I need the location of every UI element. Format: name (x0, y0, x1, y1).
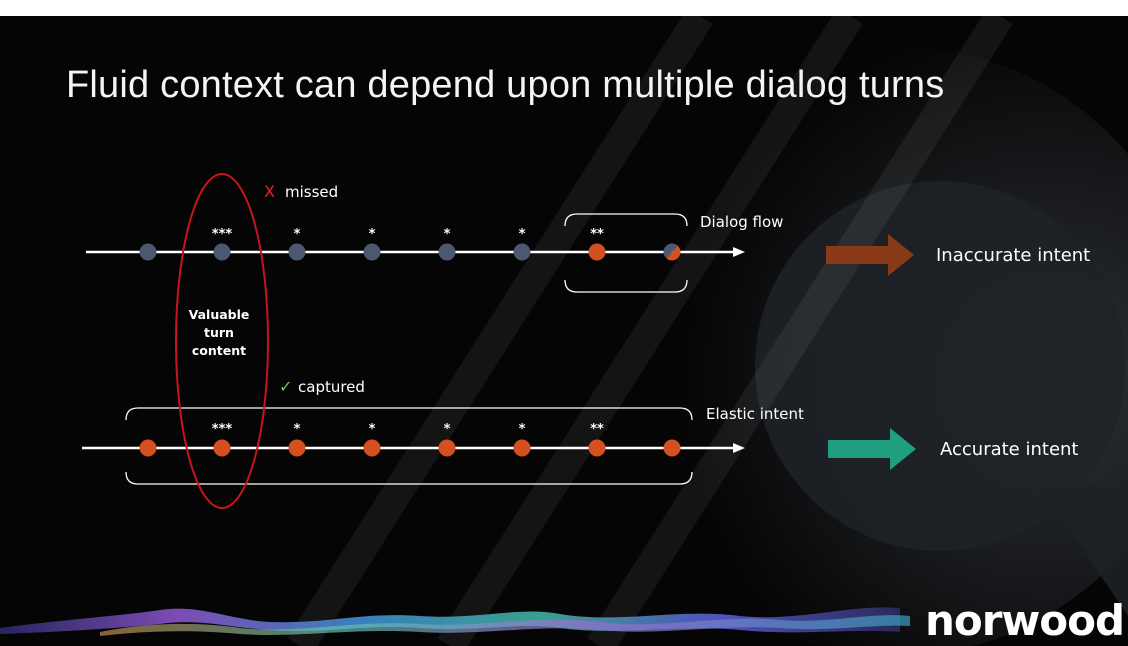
top-stars: * (518, 227, 526, 242)
bottom-node (513, 439, 531, 457)
top-node (213, 243, 231, 261)
slide-graphics (0, 16, 1128, 646)
dialog-flow-arrowhead (733, 247, 745, 257)
dialog-flow-bracket-top (564, 213, 688, 227)
elastic-intent-bracket-top (125, 407, 693, 421)
bottom-stars: ** (590, 422, 604, 437)
bottom-node (139, 439, 157, 457)
bottom-wave-2 (100, 615, 910, 636)
bg-streaks (287, 16, 1013, 646)
bg-bubble-small (755, 181, 1125, 551)
missed-label: missed (285, 183, 339, 201)
bottom-stars: * (518, 422, 526, 437)
valuable-line-3: content (191, 343, 247, 358)
bottom-node (288, 439, 306, 457)
brand-logo: norwood (925, 596, 1125, 645)
elastic-intent-arrowhead (733, 443, 745, 453)
accurate-intent-arrow (828, 428, 916, 470)
top-node-highlight (588, 243, 606, 261)
top-node (513, 243, 531, 261)
bg-bubble-tail (1040, 486, 1128, 616)
accurate-intent-label: Accurate intent (940, 439, 1079, 460)
top-node-split (663, 243, 681, 261)
top-stars: *** (211, 227, 233, 242)
top-stars: * (293, 227, 301, 242)
bottom-node (363, 439, 381, 457)
elastic-intent-label: Elastic intent (706, 405, 804, 423)
bottom-stars: * (443, 422, 451, 437)
top-node (363, 243, 381, 261)
inaccurate-intent-arrow (826, 234, 914, 276)
top-stars: ** (590, 227, 604, 242)
valuable-line-2: turn (204, 325, 234, 340)
slide: Fluid context can depend upon multiple d… (0, 16, 1128, 646)
bottom-stars: *** (211, 422, 233, 437)
slide-title: Fluid context can depend upon multiple d… (66, 64, 945, 106)
dialog-flow-bracket-bottom (564, 279, 688, 293)
top-node (139, 243, 157, 261)
bottom-node (588, 439, 606, 457)
valuable-turn-ellipse (175, 173, 269, 509)
missed-mark: X (264, 182, 275, 201)
top-node (438, 243, 456, 261)
bottom-stars: * (368, 422, 376, 437)
inaccurate-intent-label: Inaccurate intent (936, 245, 1091, 266)
top-stars: * (443, 227, 451, 242)
valuable-turn-text: Valuable turn content (180, 306, 258, 360)
elastic-intent-bracket-bottom (125, 471, 693, 485)
captured-label: captured (298, 378, 365, 396)
top-node (288, 243, 306, 261)
bottom-stars: * (293, 422, 301, 437)
bottom-node (213, 439, 231, 457)
bottom-node (438, 439, 456, 457)
dialog-flow-label: Dialog flow (700, 213, 784, 231)
valuable-line-1: Valuable (188, 307, 250, 322)
bottom-node (663, 439, 681, 457)
check-icon: ✓ (279, 377, 293, 396)
top-stars: * (368, 227, 376, 242)
